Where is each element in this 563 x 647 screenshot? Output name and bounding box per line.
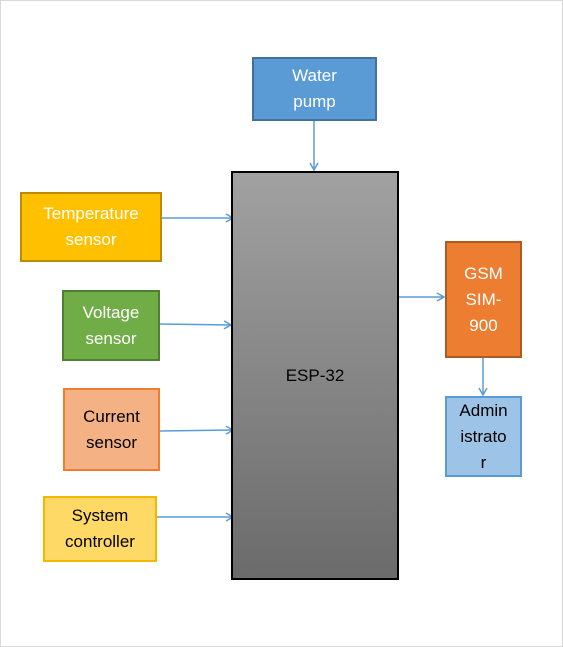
arrow-voltage-to-esp32 bbox=[159, 320, 233, 330]
system-controller-label: System controller bbox=[65, 506, 135, 551]
current-sensor-node: Current sensor bbox=[63, 388, 160, 471]
current-sensor-label: Current sensor bbox=[83, 406, 140, 452]
gsm-label: GSM SIM- 900 bbox=[464, 263, 503, 335]
voltage-sensor-node: Voltage sensor bbox=[62, 290, 160, 361]
esp32-label: ESP-32 bbox=[285, 365, 345, 385]
arrow-current-to-esp32 bbox=[159, 425, 235, 435]
gsm-node: GSM SIM- 900 bbox=[445, 241, 522, 358]
administrator-label: Admin istrato r bbox=[459, 400, 508, 472]
esp32-node: ESP-32 bbox=[231, 171, 399, 580]
voltage-sensor-label: Voltage sensor bbox=[82, 302, 140, 348]
water-pump-node: Water pump bbox=[252, 57, 377, 121]
water-pump-label: Water pump bbox=[292, 66, 337, 111]
temperature-sensor-label: Temperature sensor bbox=[43, 204, 139, 249]
system-controller-node: System controller bbox=[43, 496, 157, 562]
temperature-sensor-node: Temperature sensor bbox=[20, 192, 162, 262]
administrator-node: Admin istrato r bbox=[445, 396, 522, 477]
